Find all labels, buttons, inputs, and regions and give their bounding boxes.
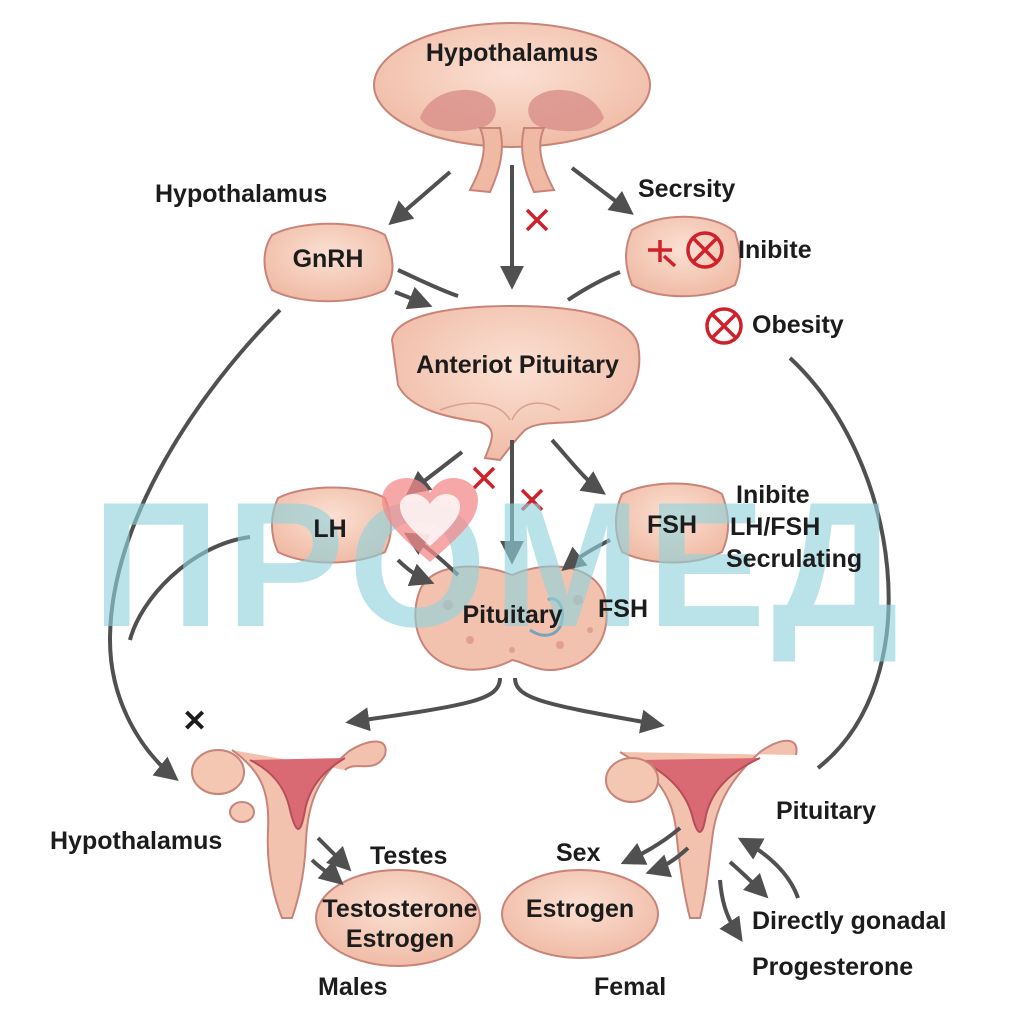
estrogen-left-label: Estrogen bbox=[345, 925, 455, 953]
heart-icon bbox=[382, 478, 478, 562]
obesity-label: Obesity bbox=[752, 311, 844, 339]
black-x-marker: ✕ bbox=[182, 705, 208, 738]
pituitary-organ bbox=[414, 565, 608, 671]
testosterone-label: Testosterone bbox=[322, 895, 478, 923]
males-label: Males bbox=[318, 973, 388, 1001]
uterus-left bbox=[191, 740, 387, 919]
testes-label: Testes bbox=[370, 842, 448, 870]
hypothalamus-title: Hypothalamus bbox=[425, 39, 599, 67]
gnrh-organ bbox=[263, 222, 394, 303]
lh-fsh-label: LH/FSH bbox=[730, 513, 821, 541]
uterus-right bbox=[605, 739, 798, 919]
lh-label: LH bbox=[313, 515, 347, 543]
gnrh-label: GnRH bbox=[292, 245, 364, 273]
inibite-mid-label: Inibite bbox=[736, 481, 810, 509]
estrogen-organ bbox=[501, 869, 659, 959]
anterior-pituitary-organ bbox=[390, 304, 641, 462]
testosterone-organ bbox=[315, 869, 481, 967]
sex-label: Sex bbox=[556, 839, 601, 867]
secrsity-organ bbox=[625, 215, 742, 298]
progesterone-label: Progesterone bbox=[752, 953, 914, 981]
pituitary-label: Pituitary bbox=[462, 601, 563, 629]
fsh-label: FSH bbox=[647, 511, 697, 539]
fsh-side-label: FSH bbox=[598, 595, 648, 623]
lh-organ bbox=[271, 486, 392, 564]
inhibit-markers bbox=[472, 208, 743, 512]
anterior-pituitary-label: Anteriot Pituitary bbox=[416, 351, 619, 379]
hypothalamus-organ bbox=[373, 22, 651, 194]
secrulating-label: Secrulating bbox=[726, 545, 863, 573]
estrogen-right-label: Estrogen bbox=[525, 895, 635, 923]
fsh-organ bbox=[615, 482, 729, 564]
femal-label: Femal bbox=[594, 973, 667, 1001]
pituitary-right-label: Pituitary bbox=[776, 797, 877, 825]
hypothalamus-left-label: Hypothalamus bbox=[155, 180, 328, 208]
secrsity-label: Secrsity bbox=[638, 175, 736, 203]
directly-gonadal-label: Directly gonadal bbox=[752, 907, 947, 935]
inibite-top-label: Inibite bbox=[738, 236, 812, 264]
arrows bbox=[107, 165, 891, 942]
hypothalamus-bottom-label: Hypothalamus bbox=[50, 827, 223, 855]
